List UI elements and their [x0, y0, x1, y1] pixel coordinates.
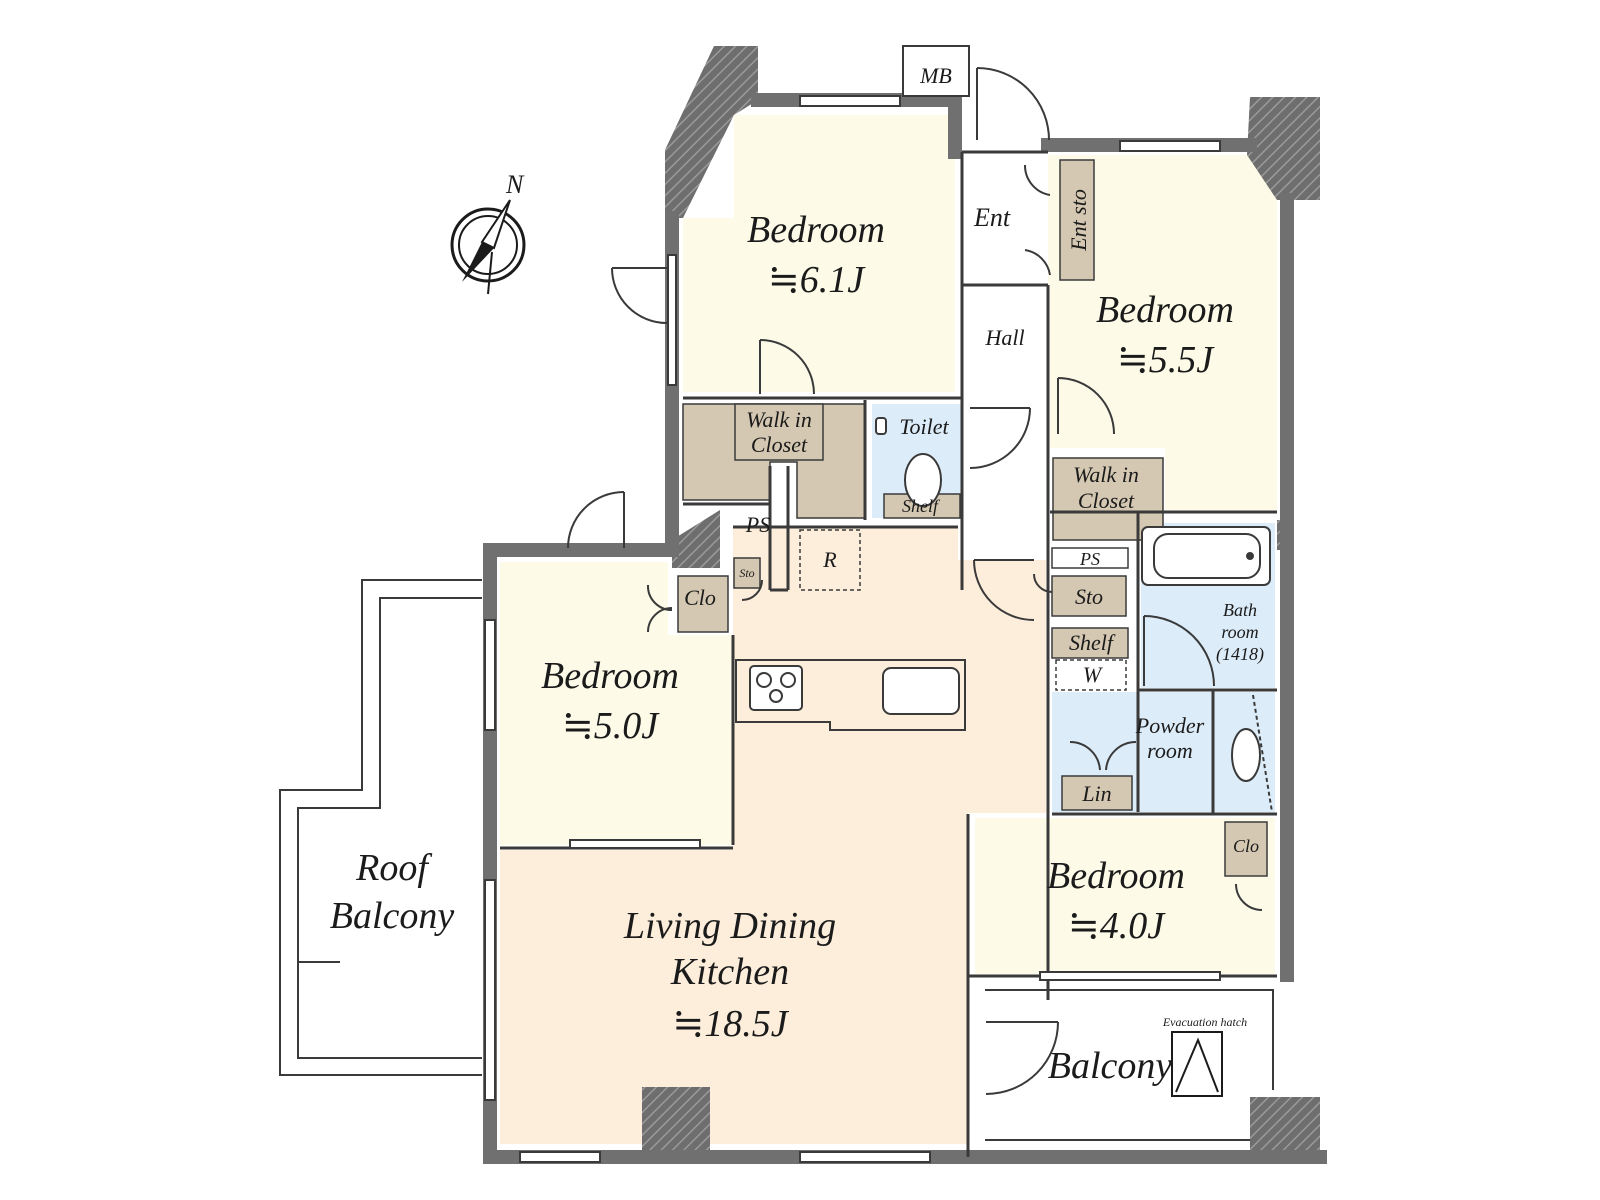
bedroom-se-name: Bedroom	[1047, 855, 1185, 897]
column-ne	[1247, 97, 1320, 200]
balcony-label: Balcony	[1048, 1045, 1173, 1087]
meter-box	[902, 45, 970, 97]
evacuation-hatch-label: Evacuation hatch	[1162, 1015, 1247, 1029]
sink-icon	[882, 667, 960, 715]
bedroom-ne-fill	[1048, 155, 1277, 510]
column-mid	[672, 510, 720, 568]
ps2-box	[1051, 547, 1129, 569]
bathtub-icon	[1141, 526, 1271, 586]
lin-label: Lin	[1081, 781, 1111, 806]
hall-label: Hall	[984, 325, 1024, 350]
wic2-line1: Walk in	[1073, 462, 1139, 487]
storage	[677, 159, 1268, 877]
ent-label: Ent	[973, 203, 1011, 232]
bath-line2: room	[1221, 622, 1258, 642]
bedroom-se-size: ≒4.0J	[1068, 905, 1166, 947]
windows	[484, 95, 1221, 1163]
shelf-box	[1051, 627, 1129, 659]
bedroom-ne-name: Bedroom	[1096, 289, 1234, 331]
ldk-line2: Kitchen	[670, 951, 789, 993]
roof-balcony-line1: Roof	[355, 847, 432, 889]
ldk-size: ≒18.5J	[672, 1003, 789, 1045]
ps2-label: PS	[1079, 549, 1100, 569]
bedroom-w-fill	[500, 562, 733, 845]
column-nw	[665, 46, 758, 218]
mb-label: MB	[919, 63, 952, 88]
north-compass-icon	[450, 199, 526, 295]
ldk-line1: Living Dining	[623, 905, 836, 947]
r-label: R	[822, 547, 837, 572]
hall-fill	[962, 285, 1048, 555]
wic1-line2: Closet	[751, 432, 808, 457]
sto-small-label: Sto	[739, 566, 754, 580]
door-swings	[567, 67, 1263, 1095]
bedroom-nw-size: ≒6.1J	[768, 259, 866, 301]
washbasin-icon	[1231, 694, 1273, 813]
balcony	[985, 989, 1274, 1141]
powder-line2: room	[1147, 738, 1193, 763]
washer-space	[1055, 659, 1127, 691]
walk-in-closet-1-label-box	[734, 403, 824, 461]
evacuation-hatch-icon	[1171, 1031, 1223, 1097]
room-fills	[500, 115, 1277, 1144]
ps1-label: PS	[745, 512, 770, 537]
sto-box	[1051, 575, 1127, 617]
bedroom-w-size: ≒5.0J	[562, 705, 660, 747]
stove-icon	[749, 665, 803, 711]
bedroom-se-fill	[975, 818, 1275, 974]
bedroom-nw-fill	[683, 115, 955, 392]
roof-balcony	[279, 579, 482, 1076]
sto-label: Sto	[1075, 584, 1103, 609]
toilet-label: Toilet	[899, 414, 949, 439]
bedroom-nw-name: Bedroom	[747, 209, 885, 251]
ent-sto-box	[1059, 159, 1095, 281]
shelf-label: Shelf	[1069, 630, 1116, 655]
bedroom-ne-size: ≒5.5J	[1117, 339, 1215, 381]
clo-se-box	[1224, 821, 1268, 877]
toilet-shelf-label: Shelf	[902, 496, 941, 516]
clo-w-box	[677, 575, 729, 633]
toilet-icon	[875, 417, 942, 507]
sto-small-box	[733, 557, 761, 589]
compass-label: N	[505, 170, 525, 199]
kitchen-counter	[735, 659, 966, 731]
w-label: W	[1083, 662, 1103, 687]
column-bottom	[642, 1087, 710, 1160]
roof-balcony-line2: Balcony	[330, 895, 455, 937]
column-se	[1250, 1097, 1320, 1160]
walk-in-closet-2	[1052, 457, 1164, 541]
refrigerator-space	[799, 529, 861, 591]
bath-line1: Bath	[1223, 600, 1257, 620]
powder-line1: Powder	[1135, 713, 1205, 738]
ent-sto-label: Ent sto	[1066, 189, 1091, 252]
bedroom-w-name: Bedroom	[541, 655, 679, 697]
clo-se-label: Clo	[1233, 836, 1259, 856]
wic1-line1: Walk in	[746, 407, 812, 432]
bath-line3: (1418)	[1216, 644, 1264, 665]
wic2-line2: Closet	[1078, 488, 1135, 513]
lin-box	[1061, 775, 1133, 811]
clo-w-label: Clo	[684, 585, 716, 610]
structural-columns	[642, 46, 1320, 1160]
